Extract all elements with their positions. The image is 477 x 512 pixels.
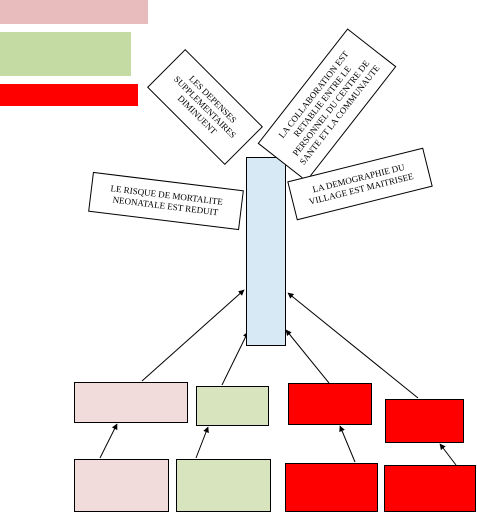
legend-swatch-green <box>0 32 131 76</box>
activity-box-1 <box>74 459 169 512</box>
result-box-1 <box>74 382 188 423</box>
activity-box-2 <box>176 459 271 512</box>
arrow-result-3-to-objective <box>285 329 330 384</box>
arrow-activity-1-to-result-1 <box>99 423 118 459</box>
legend-swatch-pink <box>0 0 148 24</box>
outcome-mortalite-text: LE RISQUE DE MORTALITE NEONATALE EST RED… <box>110 183 224 218</box>
arrow-activity-2-to-result-2 <box>195 426 209 459</box>
arrow-result-2-to-objective <box>221 331 249 386</box>
activity-box-4 <box>384 465 476 512</box>
arrow-activity-3-to-result-3 <box>339 425 356 463</box>
central-objective-box <box>246 157 286 346</box>
arrow-result-1-to-objective <box>141 289 245 382</box>
result-box-3 <box>288 383 372 425</box>
result-box-4 <box>385 399 464 443</box>
result-box-2 <box>196 386 269 426</box>
activity-box-3 <box>285 463 378 512</box>
arrow-activity-4-to-result-4 <box>439 443 457 466</box>
arrow-result-4-to-objective <box>287 292 419 399</box>
legend-swatch-red <box>0 84 138 106</box>
